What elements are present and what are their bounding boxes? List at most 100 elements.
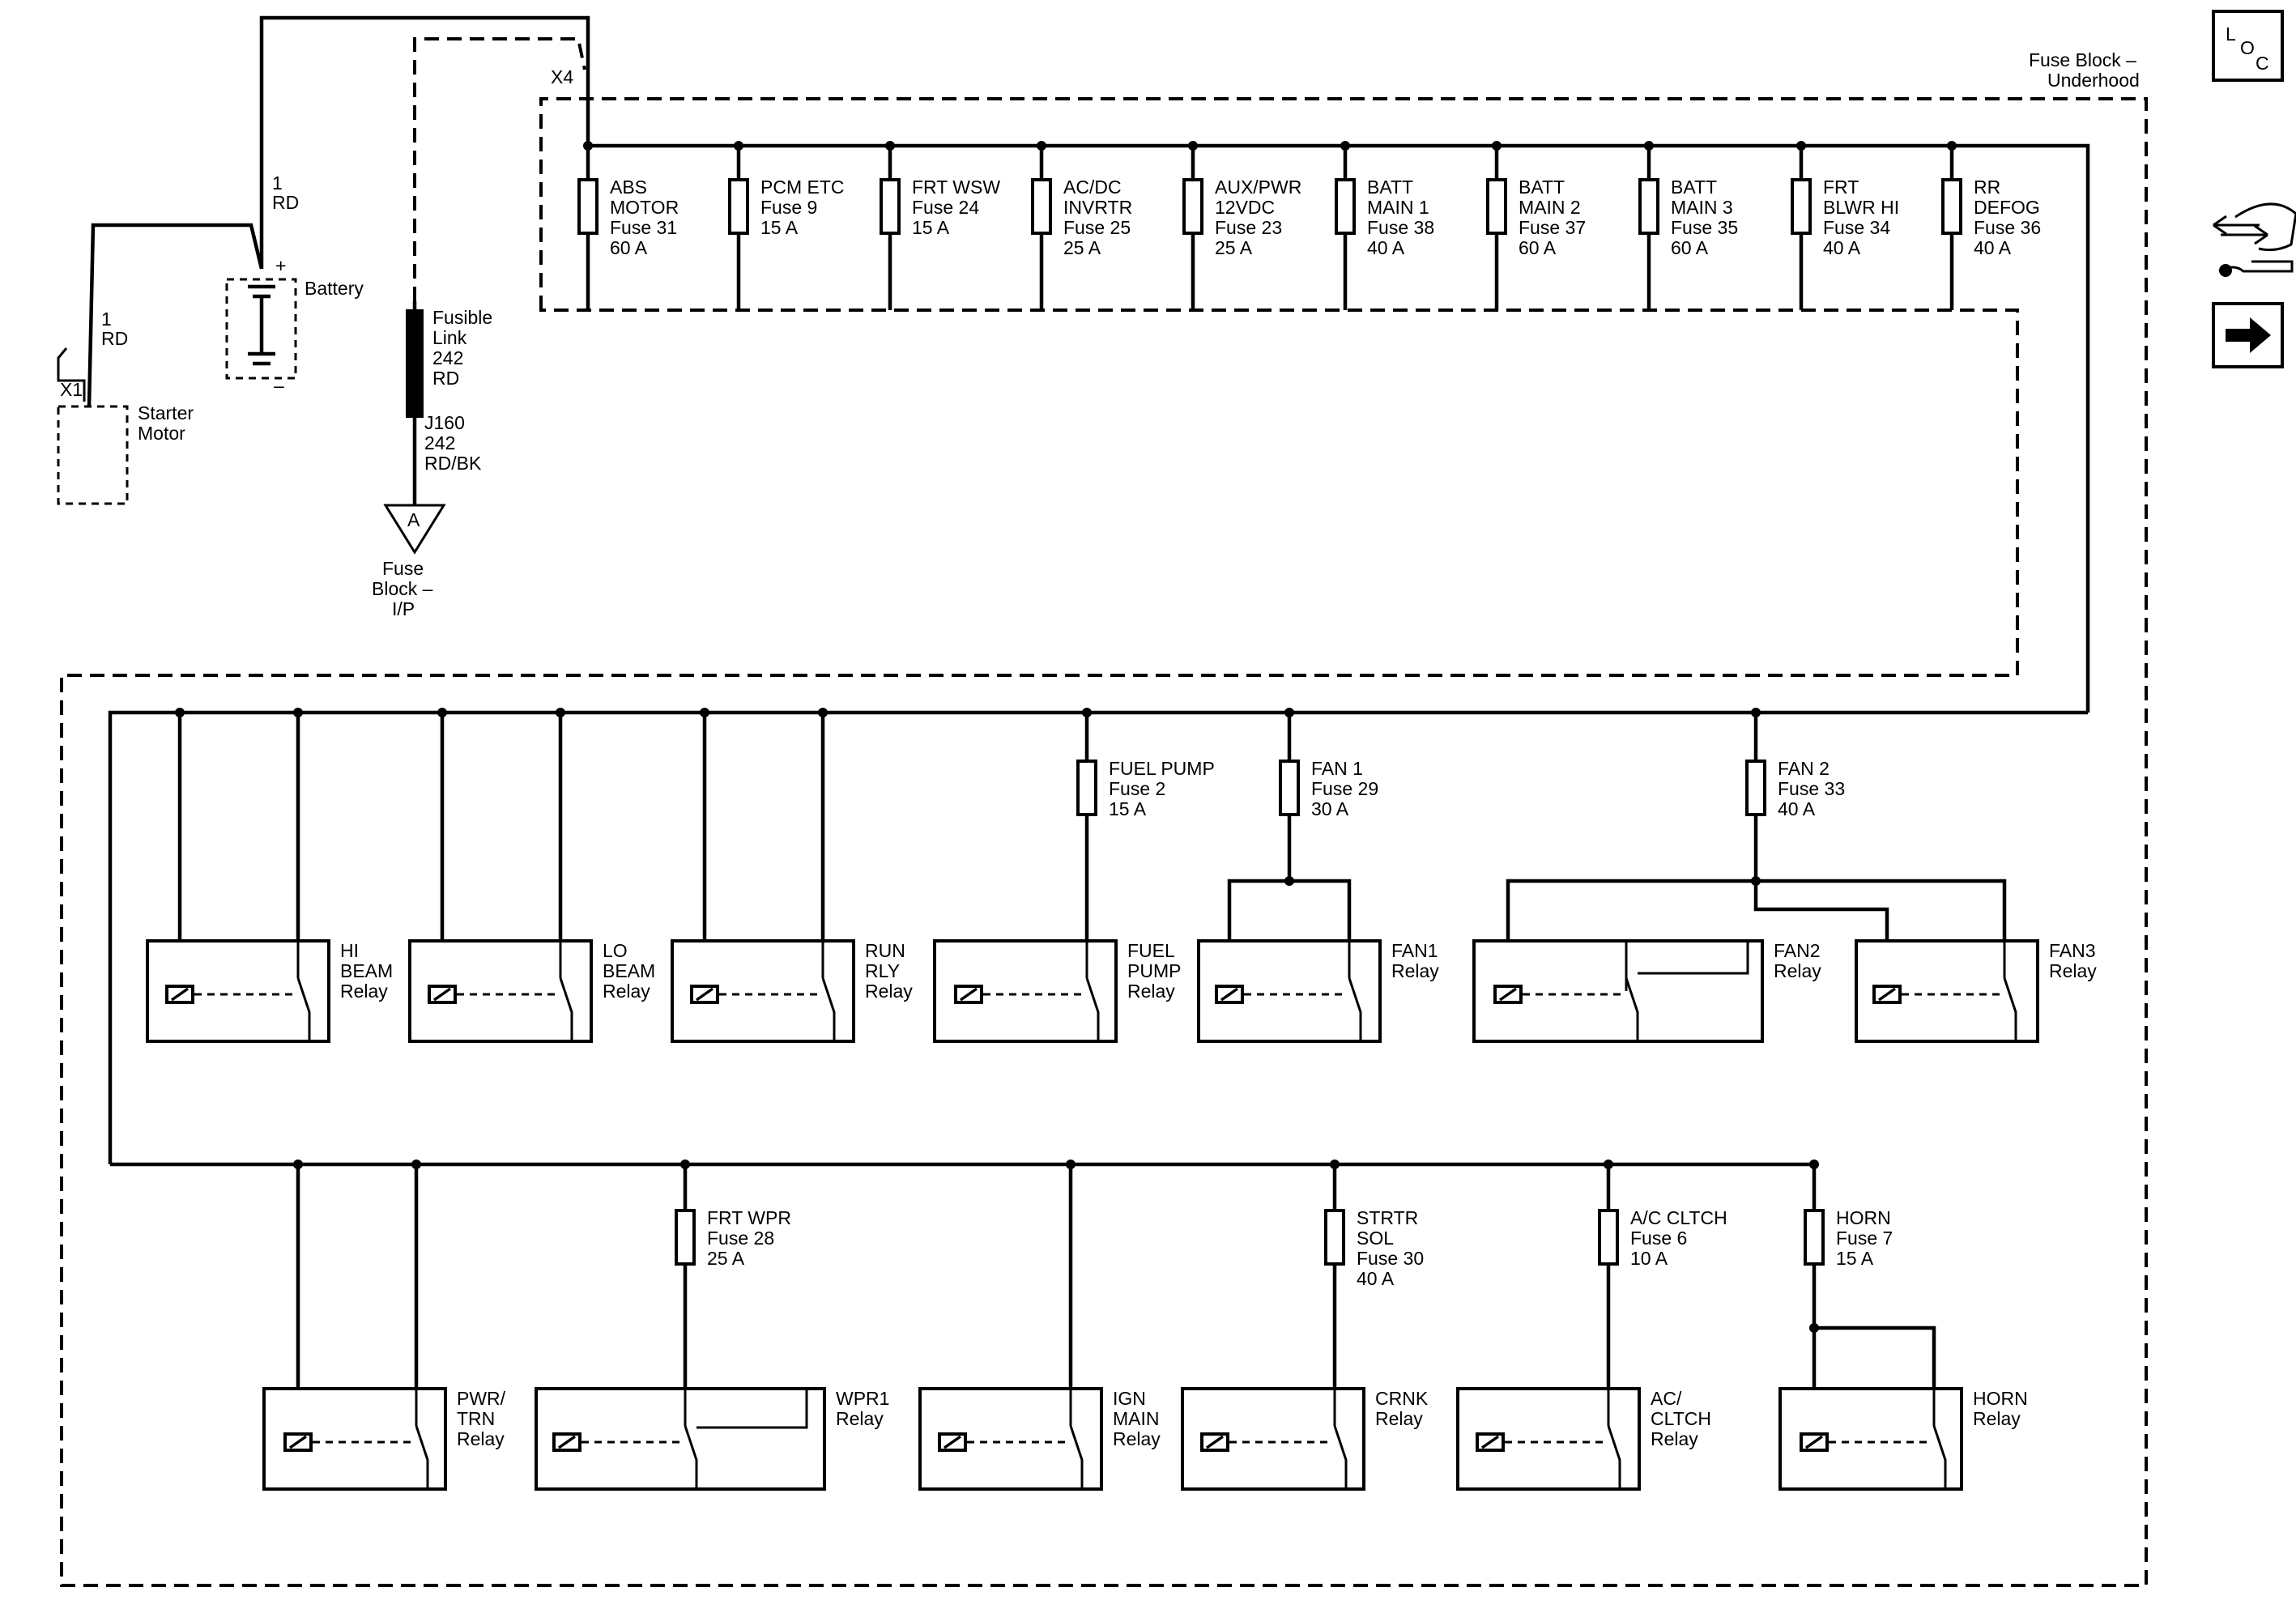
mid-relay-label-line: BEAM xyxy=(603,960,655,981)
top-fuse-label-line: Fuse 38 xyxy=(1367,217,1434,238)
next-page-button[interactable] xyxy=(2212,302,2284,368)
mid-fuse-label-line: FAN 1 xyxy=(1311,758,1363,779)
battery-minus-label: – xyxy=(274,375,284,396)
connector-service-icon[interactable] xyxy=(2213,202,2296,277)
mid-relay-label-line: BEAM xyxy=(340,960,393,981)
mid-fuse-label-line: Fuse 29 xyxy=(1311,778,1378,799)
bot-fuse-label-line: Fuse 7 xyxy=(1836,1228,1893,1249)
svg-text:RD: RD xyxy=(432,368,459,389)
svg-text:242: 242 xyxy=(424,432,455,453)
arrow-right-icon xyxy=(2226,317,2271,353)
top-fuse-label-line: Fuse 31 xyxy=(610,217,677,238)
splice-dot xyxy=(583,141,593,151)
top-fuse-label-line: Fuse 23 xyxy=(1215,217,1282,238)
svg-text:1: 1 xyxy=(101,309,112,330)
bot-fuse-label-line: Fuse 28 xyxy=(707,1228,774,1249)
bot-relay-label-line: HORN xyxy=(1973,1388,2028,1409)
mid-relay-label-line: RUN xyxy=(865,940,905,961)
fuse-icon xyxy=(1324,1209,1345,1266)
mid-relay-label-line: PUMP xyxy=(1127,960,1181,981)
top-fuse-label-line: 25 A xyxy=(1063,237,1101,258)
connector-a-label: A xyxy=(407,509,420,530)
top-fuse-label-line: 15 A xyxy=(912,217,950,238)
top-fuse-label-line: INVRTR xyxy=(1063,197,1132,218)
top-fuse-label-line: BATT xyxy=(1671,177,1717,198)
top-fuse-label-line: Fuse 35 xyxy=(1671,217,1738,238)
bot-fuse-label-line: HORN xyxy=(1836,1207,1891,1228)
bot-fuse-label-line: 10 A xyxy=(1630,1248,1668,1269)
relay-switch-icon xyxy=(1069,1389,1084,1489)
top-fuse-label-line: FRT WSW xyxy=(912,177,1000,198)
connector-a-terminal: A Fuse Block – I/P xyxy=(372,504,446,619)
svg-text:J160: J160 xyxy=(424,412,465,433)
top-fuse-label-line: BATT xyxy=(1519,177,1565,198)
top-fuse-label-line: RR xyxy=(1974,177,2000,198)
top-fuse-label-line: AC/DC xyxy=(1063,177,1122,198)
svg-text:1: 1 xyxy=(272,172,283,194)
relay-switch-icon xyxy=(1085,941,1100,1041)
bot-relay-label-line: Relay xyxy=(457,1428,505,1449)
mid-relay-label-line: RLY xyxy=(865,960,900,981)
fuse-icon xyxy=(1638,178,1659,235)
battery-wire-label: 1 RD xyxy=(272,172,299,213)
fuse-icon xyxy=(1182,178,1203,235)
svg-text:Starter: Starter xyxy=(138,402,194,423)
svg-text:242: 242 xyxy=(432,347,463,368)
loc-letter-c: C xyxy=(2256,53,2269,74)
fan2-fan3-split-wire xyxy=(1506,879,2007,941)
fusible-link-feed xyxy=(413,37,586,301)
top-fuse-label-line: 25 A xyxy=(1215,237,1253,258)
top-bus-bar xyxy=(588,143,2090,713)
starter-wire xyxy=(87,223,264,407)
top-fuse-label-line: 60 A xyxy=(1519,237,1557,258)
bot-relay-label-line: MAIN xyxy=(1113,1408,1160,1429)
top-fuse-label-line: MAIN 3 xyxy=(1671,197,1733,218)
fuse-icon xyxy=(1486,178,1507,235)
bot-relay-label-line: Relay xyxy=(1651,1428,1698,1449)
loc-button[interactable]: L O C xyxy=(2212,10,2284,82)
top-fuse-label-line: BATT xyxy=(1367,177,1413,198)
fuse-icon xyxy=(1791,178,1812,235)
mid-fuse-label-line: 40 A xyxy=(1778,798,1816,819)
svg-text:RD: RD xyxy=(272,192,299,213)
top-fuse-label-line: Fuse 37 xyxy=(1519,217,1586,238)
relay-switch-icon xyxy=(1625,941,1639,1041)
fuse-icon xyxy=(728,178,749,235)
bot-fuse-label-line: Fuse 6 xyxy=(1630,1228,1687,1249)
bot-relay-label-line: PWR/ xyxy=(457,1388,506,1409)
mid-relay-label-line: Relay xyxy=(1391,960,1439,981)
top-fuse-label-line: MOTOR xyxy=(610,197,679,218)
svg-text:Underhood: Underhood xyxy=(2047,70,2140,91)
bot-fuse-label-line: 40 A xyxy=(1357,1268,1395,1289)
starter-motor-component: X1 Starter Motor xyxy=(57,379,194,505)
fuse-icon xyxy=(1598,1209,1619,1266)
